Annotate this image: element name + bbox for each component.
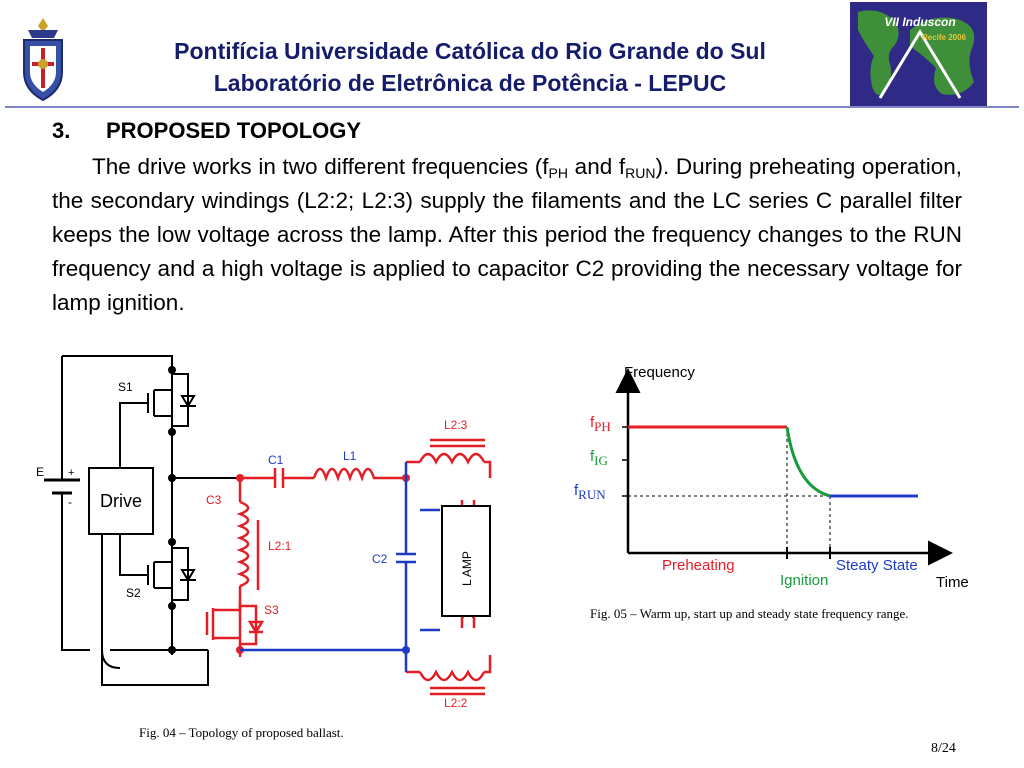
body-text-2: and f: [568, 154, 626, 179]
ballast-circuit-diagram: S1 S2 S3 E + - Drive C1 L1 C3 L2:1 C2 L2…: [36, 355, 492, 710]
label-l1: L1: [343, 449, 357, 463]
induscon-title: VII Induscon: [884, 15, 955, 29]
section-number: 3.: [52, 118, 71, 143]
x-axis-label: Time: [936, 574, 969, 591]
induscon-logo: VII Induscon Recife 2006: [850, 2, 987, 108]
induscon-subtitle: Recife 2006: [922, 33, 967, 42]
label-c2: C2: [372, 552, 388, 566]
phase-ignition-label: Ignition: [780, 572, 828, 589]
body-paragraph: The drive works in two different frequen…: [52, 150, 962, 320]
body-sub-run: RUN: [625, 165, 656, 181]
label-l2-2: L2:2: [444, 696, 468, 710]
label-e: E: [36, 465, 44, 479]
level-fph-label: fPH: [590, 414, 611, 434]
label-s3: S3: [264, 603, 279, 617]
frequency-chart: Frequency Time fPH fIG fRUN Preheating I…: [574, 364, 969, 591]
label-s2: S2: [126, 586, 141, 600]
lab-name: Laboratório de Eletrônica de Potência - …: [213, 70, 727, 96]
series-ignition: [785, 426, 831, 498]
label-s1: S1: [118, 380, 133, 394]
label-c1: C1: [268, 453, 284, 467]
body-sub-ph: PH: [548, 165, 568, 181]
phase-preheating-label: Preheating: [662, 557, 735, 574]
label-l2-3: L2:3: [444, 418, 468, 432]
level-frun-label: fRUN: [574, 482, 606, 502]
label-c3: C3: [206, 493, 222, 507]
body-text-1: The drive works in two different frequen…: [92, 154, 549, 179]
caption-fig04: Fig. 04 – Topology of proposed ballast.: [139, 725, 344, 740]
label-minus: -: [68, 495, 72, 509]
level-fig-label: fIG: [590, 448, 608, 468]
label-l2-1: L2:1: [268, 539, 292, 553]
page-number: 8/24: [931, 741, 956, 756]
label-drive: Drive: [100, 491, 142, 511]
university-name: Pontifícia Universidade Católica do Rio …: [174, 38, 766, 64]
phase-steady-state-label: Steaty State: [836, 557, 918, 574]
body-text-3: ). During preheating operation, the seco…: [52, 154, 962, 315]
y-axis-label: Frequency: [624, 364, 695, 381]
section-title: PROPOSED TOPOLOGY: [106, 118, 362, 143]
label-lamp: L AMP: [460, 551, 474, 586]
section-heading: 3. PROPOSED TOPOLOGY: [52, 118, 361, 144]
label-plus: +: [68, 467, 74, 479]
header-divider: [5, 106, 1019, 108]
pucrs-crest-logo: [23, 18, 63, 102]
caption-fig05: Fig. 05 – Warm up, start up and steady s…: [590, 606, 909, 621]
